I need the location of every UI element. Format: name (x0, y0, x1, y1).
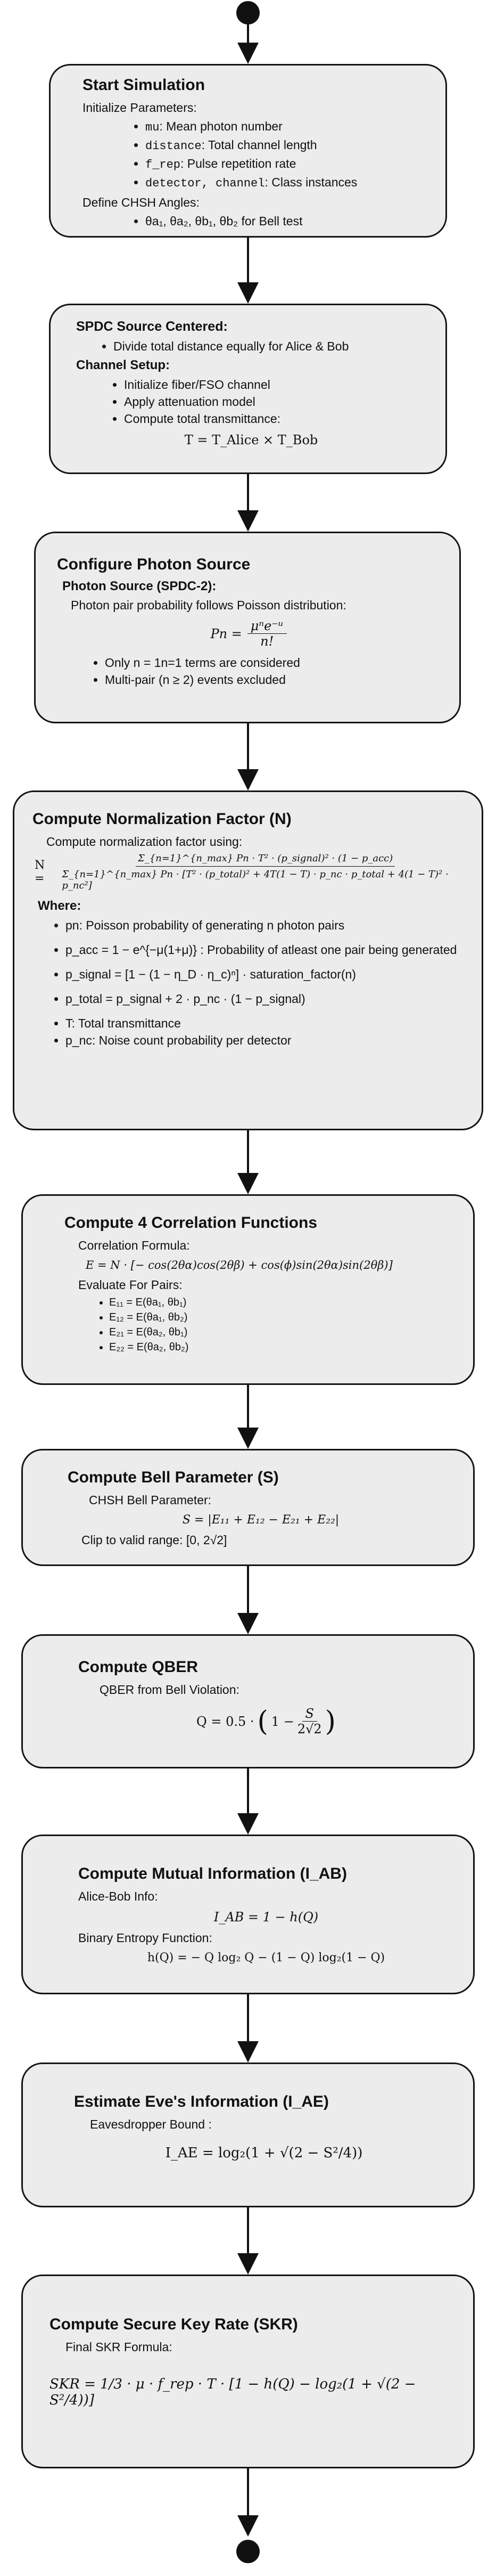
node-title: Configure Photon Source (57, 556, 251, 573)
param-item: detector, channel: Class instances (145, 174, 426, 192)
eve-information-node: Estimate Eve's Information (I_AE) Eavesd… (21, 2063, 475, 2207)
bell-parameter-node: Compute Bell Parameter (S) CHSH Bell Par… (21, 1449, 475, 1566)
divide-list: Divide total distance equally for Alice … (76, 338, 426, 355)
where-list: pn: Poisson probability of generating n … (32, 917, 469, 1049)
skr-equation: SKR = 1/3 · μ · f_rep · T · [1 − h(Q) − … (49, 2376, 416, 2408)
photon-source-sub: Photon Source (SPDC-2): (62, 579, 217, 593)
normalization-node: Compute Normalization Factor (N) Compute… (13, 790, 483, 1130)
node-title: Compute Bell Parameter (S) (68, 1469, 279, 1486)
params-list: mu: Mean photon number distance: Total c… (82, 118, 426, 192)
qber-node: Compute QBER QBER from Bell Violation: Q… (21, 1634, 475, 1768)
where-item: p_acc = 1 − e^{−μ(1+μ)} : Probability of… (65, 941, 469, 958)
norm-desc: Compute normalization factor using: (46, 835, 243, 849)
angles-item: θa₁, θa₂, θb₁, θb₂ for Bell test (145, 213, 426, 230)
norm-equation: N = Σ_{n=1}^{n_max} Pn · T² · (p_signal)… (35, 853, 449, 891)
node-title: Start Simulation (82, 76, 205, 94)
mutual-information-node: Compute Mutual Information (I_AB) Alice-… (21, 1835, 475, 1994)
node-title: Compute Mutual Information (I_AB) (78, 1865, 347, 1882)
correlation-equation: E = N · [− cos(2θα)cos(2θβ) + cos(ϕ)sin(… (86, 1259, 393, 1271)
chsh-label: CHSH Bell Parameter: (89, 1493, 212, 1507)
bell-equation: S = |E₁₁ + E₁₂ − E₂₁ + E₂₂| (182, 1513, 340, 1527)
secure-key-rate-node: Compute Secure Key Rate (SKR) Final SKR … (21, 2275, 475, 2468)
pair-item: E₁₂ = E(θa₁, θb₂) (109, 1310, 454, 1325)
start-dot (236, 1, 260, 25)
transmittance-equation: T = T_Alice × T_Bob (184, 433, 318, 447)
channel-item: Compute total transmittance: (124, 410, 426, 427)
poisson-desc: Photon pair probability follows Poisson … (71, 598, 346, 612)
mutual-equation: I_AB = 1 − h(Q) (213, 1910, 319, 1925)
param-item: f_rep: Pulse repetition rate (145, 155, 426, 174)
init-params-label: Initialize Parameters: (82, 101, 197, 115)
where-item: T: Total transmittance (65, 1015, 469, 1032)
angles-label: Define CHSH Angles: (82, 195, 200, 209)
divide-item: Divide total distance equally for Alice … (113, 338, 426, 355)
where-item: p_nc: Noise count probability per detect… (65, 1032, 469, 1049)
clip-note: Clip to valid range: [0, 2√2] (81, 1533, 227, 1547)
pairs-list: E₁₁ = E(θa₁, θb₁) E₁₂ = E(θa₁, θb₂) E₂₁ … (64, 1295, 454, 1355)
param-item: mu: Mean photon number (145, 118, 426, 136)
channel-setup-label: Channel Setup: (76, 358, 170, 372)
photon-source-node: Configure Photon Source Photon Source (S… (34, 532, 461, 723)
qber-desc: QBER from Bell Violation: (100, 1683, 239, 1697)
end-dot (236, 2540, 260, 2563)
entropy-equation: h(Q) = − Q log₂ Q − (1 − Q) log₂(1 − Q) (147, 1951, 385, 1964)
start-simulation-node: Start Simulation Initialize Parameters: … (49, 64, 447, 238)
photon-notes: Only n = 1n=1 terms are considered Multi… (57, 654, 440, 688)
pair-item: E₁₁ = E(θa₁, θb₁) (109, 1295, 454, 1310)
skr-formula-label: Final SKR Formula: (65, 2340, 172, 2354)
correlation-formula-label: Correlation Formula: (78, 1238, 190, 1252)
angles-list: θa₁, θa₂, θb₁, θb₂ for Bell test (82, 213, 426, 230)
node-title: Estimate Eve's Information (I_AE) (74, 2093, 329, 2110)
channel-item: Apply attenuation model (124, 393, 426, 410)
node-title: Compute Secure Key Rate (SKR) (49, 2316, 298, 2333)
node-title: SPDC Source Centered: (76, 319, 228, 334)
eavesdropper-label: Eavesdropper Bound : (90, 2117, 212, 2131)
photon-note: Multi-pair (n ≥ 2) events excluded (105, 671, 440, 688)
pair-item: E₂₁ = E(θa₂, θb₁) (109, 1325, 454, 1340)
alice-bob-label: Alice-Bob Info: (78, 1889, 158, 1903)
poisson-equation: Pn = μⁿe⁻ᵘ n! (57, 618, 440, 649)
channel-list: Initialize fiber/FSO channel Apply atten… (76, 376, 426, 427)
photon-note: Only n = 1n=1 terms are considered (105, 654, 440, 671)
node-title: Compute QBER (78, 1658, 198, 1676)
channel-item: Initialize fiber/FSO channel (124, 376, 426, 393)
where-item: p_signal = [1 − (1 − η_D · η_c)ⁿ] · satu… (65, 966, 469, 983)
where-label: Where: (38, 899, 81, 913)
node-title: Compute 4 Correlation Functions (64, 1214, 318, 1232)
where-item: pn: Poisson probability of generating n … (65, 917, 469, 934)
spdc-source-node: SPDC Source Centered: Divide total dista… (49, 304, 447, 474)
node-title: Compute Normalization Factor (N) (32, 810, 292, 828)
eve-equation: I_AE = log₂(1 + √(2 − S²/4)) (165, 2145, 363, 2161)
where-item: p_total = p_signal + 2 · p_nc · (1 − p_s… (65, 990, 469, 1007)
pairs-label: Evaluate For Pairs: (78, 1278, 183, 1292)
entropy-label: Binary Entropy Function: (78, 1931, 212, 1945)
pair-item: E₂₂ = E(θa₂, θb₂) (109, 1340, 454, 1355)
qber-equation: Q = 0.5 · ( 1 − S 2√2 ) (196, 1705, 336, 1738)
correlation-node: Compute 4 Correlation Functions Correlat… (21, 1194, 475, 1385)
param-item: distance: Total channel length (145, 136, 426, 155)
